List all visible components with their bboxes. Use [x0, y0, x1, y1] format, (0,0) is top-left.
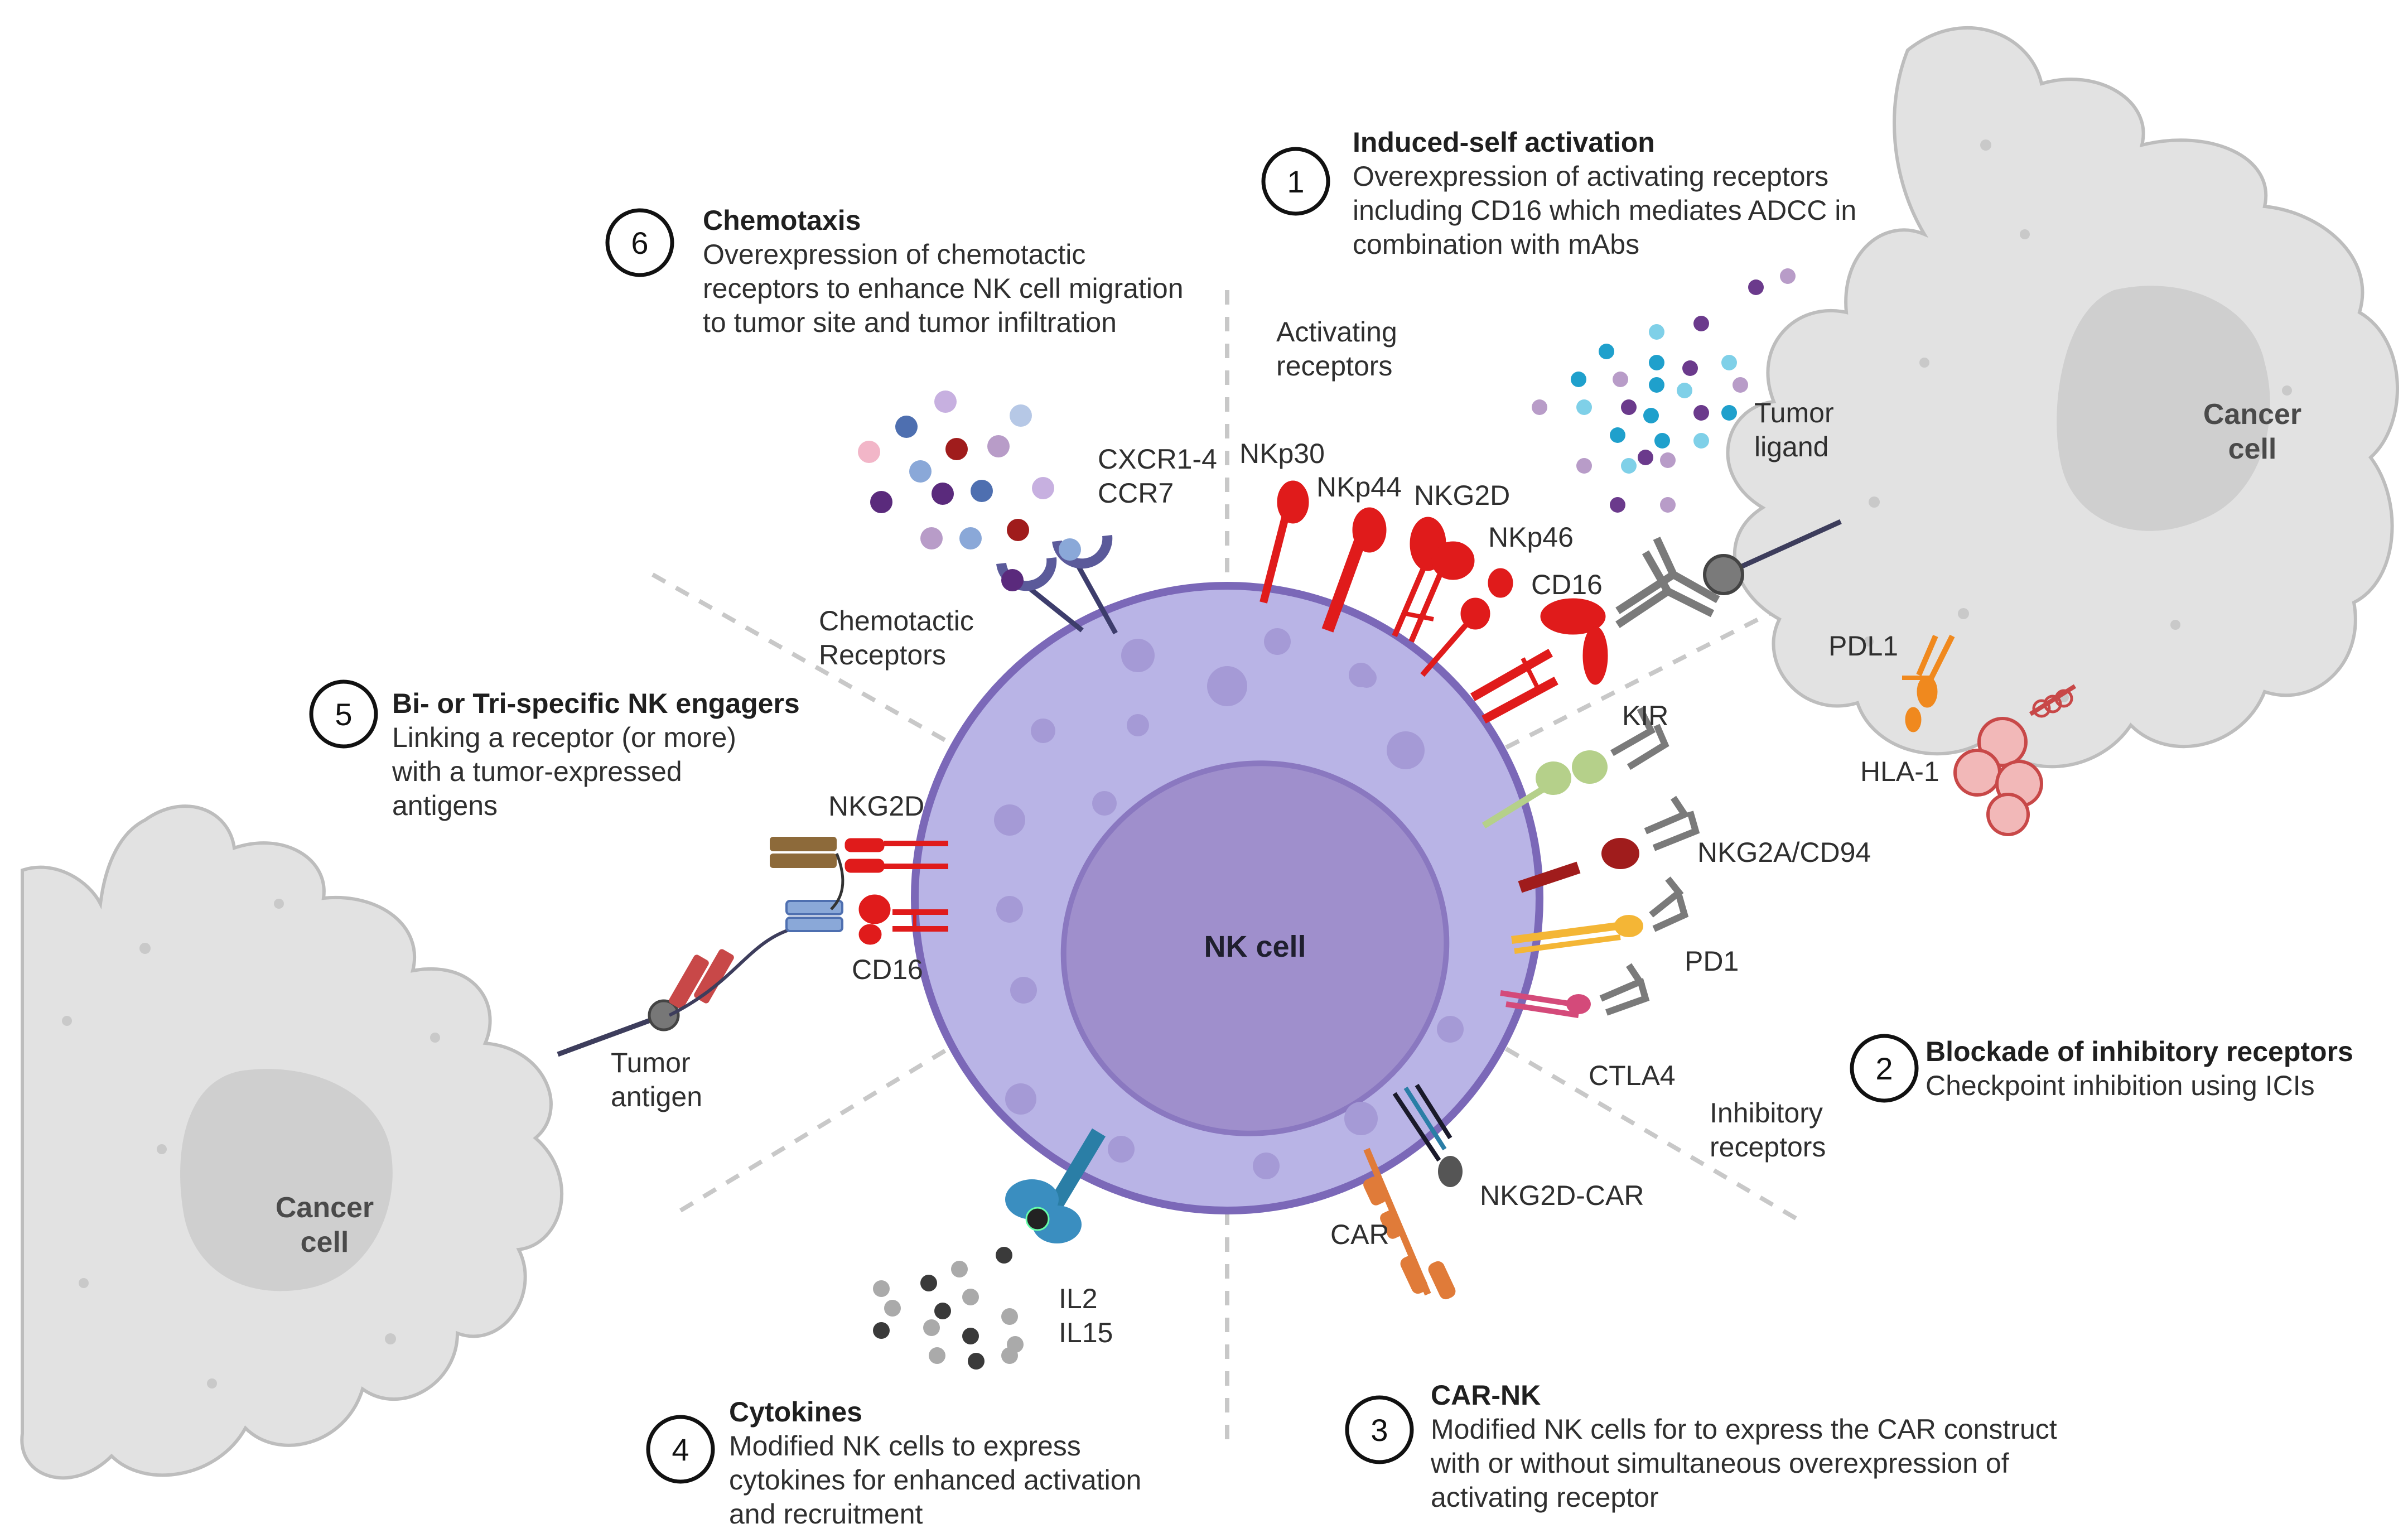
- inhibitory-receptors-label-1: Inhibitory: [1710, 1097, 1823, 1129]
- section-3-line-2: with or without simultaneous overexpress…: [1430, 1448, 2009, 1479]
- cancer-cell-right-label-2: cell: [2228, 433, 2277, 465]
- section-6-title: Chemotaxis: [703, 205, 861, 236]
- section-4-title: Cytokines: [729, 1396, 862, 1428]
- nkg2a-cd94-label: NKG2A/CD94: [1697, 837, 1871, 868]
- tumor-antigen-label-1: Tumor: [611, 1047, 691, 1078]
- ctla4-label: CTLA4: [1589, 1060, 1676, 1091]
- section-1-line-2: including CD16 which mediates ADCC in: [1353, 195, 1856, 226]
- cytokine-particles: [873, 1247, 1024, 1370]
- section-6-number: 6: [631, 225, 648, 261]
- nkg2d-engager-label: NKG2D: [828, 790, 924, 822]
- activating-receptors: [1260, 480, 1608, 724]
- tumor-ligand-receptor: [1615, 519, 1842, 628]
- kir-label: KIR: [1622, 700, 1668, 731]
- cytokine-receptor: [1005, 1128, 1106, 1243]
- nkg2d-activating-label: NKG2D: [1414, 480, 1510, 511]
- il15-label: IL15: [1059, 1317, 1113, 1348]
- section-2-text: Blockade of inhibitory receptors Checkpo…: [1926, 1036, 2353, 1101]
- section-1-title: Induced-self activation: [1353, 127, 1655, 158]
- tumor-ligand-label-1: Tumor: [1754, 397, 1834, 428]
- cancer-cell-left: Cancer cell: [20, 804, 563, 1480]
- section-3-title: CAR-NK: [1431, 1380, 1541, 1411]
- pdl1-label: PDL1: [1828, 630, 1898, 662]
- nkg2d-car-label: NKG2D-CAR: [1480, 1180, 1644, 1211]
- section-5-text: Bi- or Tri-specific NK engagers Linking …: [392, 688, 800, 821]
- ctla4-receptor: [1500, 963, 1650, 1018]
- inhibitory-receptors-label-2: receptors: [1710, 1131, 1826, 1163]
- section-5-line-1: Linking a receptor (or more): [392, 722, 736, 753]
- section-numbers: 1 2 3 4 5 6: [309, 147, 1919, 1484]
- section-6-line-1: Overexpression of chemotactic: [703, 239, 1085, 270]
- cxcr-label: CXCR1-4: [1098, 443, 1217, 475]
- section-2-number: 2: [1875, 1051, 1893, 1086]
- chemotactic-receptors: [996, 535, 1118, 635]
- car-receptor: [1363, 1148, 1456, 1300]
- cancer-cell-left-label-2: cell: [301, 1226, 349, 1259]
- nkp44-label: NKp44: [1316, 471, 1402, 503]
- section-1-line-1: Overexpression of activating receptors: [1353, 161, 1828, 192]
- section-6-line-2: receptors to enhance NK cell migration: [703, 273, 1184, 304]
- cd16-activating-label: CD16: [1531, 569, 1603, 600]
- hla1-molecule: [1953, 684, 2077, 836]
- ccr7-label: CCR7: [1098, 478, 1174, 509]
- section-3-line-3: activating receptor: [1431, 1482, 1659, 1513]
- section-4-number: 4: [672, 1432, 689, 1467]
- section-2-title: Blockade of inhibitory receptors: [1926, 1036, 2353, 1067]
- car-label: CAR: [1330, 1219, 1389, 1250]
- chemotactic-receptors-label-1: Chemotactic: [819, 605, 974, 637]
- pd1-receptor: [1511, 876, 1689, 954]
- pd1-label: PD1: [1685, 946, 1739, 977]
- nkg2a-cd94-receptor: [1518, 795, 1700, 893]
- section-5-line-2: with a tumor-expressed: [392, 756, 682, 787]
- tumor-ligand-label-2: ligand: [1754, 431, 1828, 462]
- section-5-number: 5: [335, 697, 352, 732]
- pdl1-receptor: [1902, 634, 1955, 732]
- cancer-cell-left-label-1: Cancer: [276, 1192, 374, 1224]
- section-1-text: Induced-self activation Overexpression o…: [1353, 127, 1856, 260]
- section-4-text: Cytokines Modified NK cells to express c…: [729, 1396, 1141, 1530]
- section-6-line-3: to tumor site and tumor infiltration: [703, 307, 1117, 338]
- nk-cell: NK cell: [911, 582, 1543, 1214]
- section-1-number: 1: [1287, 164, 1304, 199]
- chemokine-particles: [858, 390, 1054, 549]
- activating-receptors-label-2: receptors: [1276, 350, 1392, 382]
- section-5-line-3: antigens: [392, 790, 498, 821]
- nk-engager: [557, 837, 948, 1057]
- chemotactic-receptors-label-2: Receptors: [819, 639, 946, 671]
- nk-cell-label: NK cell: [1204, 930, 1306, 963]
- section-3-line-1: Modified NK cells for to express the CAR…: [1431, 1414, 2057, 1445]
- section-4-line-2: cytokines for enhanced activation: [729, 1464, 1141, 1496]
- section-3-number: 3: [1371, 1412, 1388, 1448]
- cd16-engager-label: CD16: [852, 954, 923, 985]
- activating-receptors-label-1: Activating: [1276, 316, 1397, 348]
- section-6-text: Chemotaxis Overexpression of chemotactic…: [703, 205, 1184, 338]
- section-5-title: Bi- or Tri-specific NK engagers: [392, 688, 800, 719]
- il2-label: IL2: [1059, 1283, 1098, 1314]
- tumor-ligand-particles: [1532, 268, 1796, 513]
- section-4-line-1: Modified NK cells to express: [729, 1430, 1081, 1462]
- section-2-line-1: Checkpoint inhibition using ICIs: [1926, 1070, 2315, 1101]
- receptor-labels: Activating receptors Tumor ligand NKp30 …: [611, 316, 1939, 1348]
- nkp30-label: NKp30: [1239, 438, 1325, 469]
- section-3-text: CAR-NK Modified NK cells for to express …: [1430, 1380, 2057, 1513]
- nkg2d-car-receptor: [1392, 1083, 1463, 1187]
- tumor-antigen-label-2: antigen: [611, 1081, 702, 1112]
- section-4-line-3: and recruitment: [729, 1498, 923, 1530]
- cancer-cell-right-label-1: Cancer: [2203, 398, 2301, 431]
- hla1-label: HLA-1: [1860, 756, 1939, 787]
- cancer-cell-right: Cancer cell: [1726, 26, 2399, 769]
- kir-receptor: [1482, 707, 1669, 829]
- section-1-line-3: combination with mAbs: [1353, 229, 1639, 260]
- nkp46-label: NKp46: [1488, 522, 1574, 553]
